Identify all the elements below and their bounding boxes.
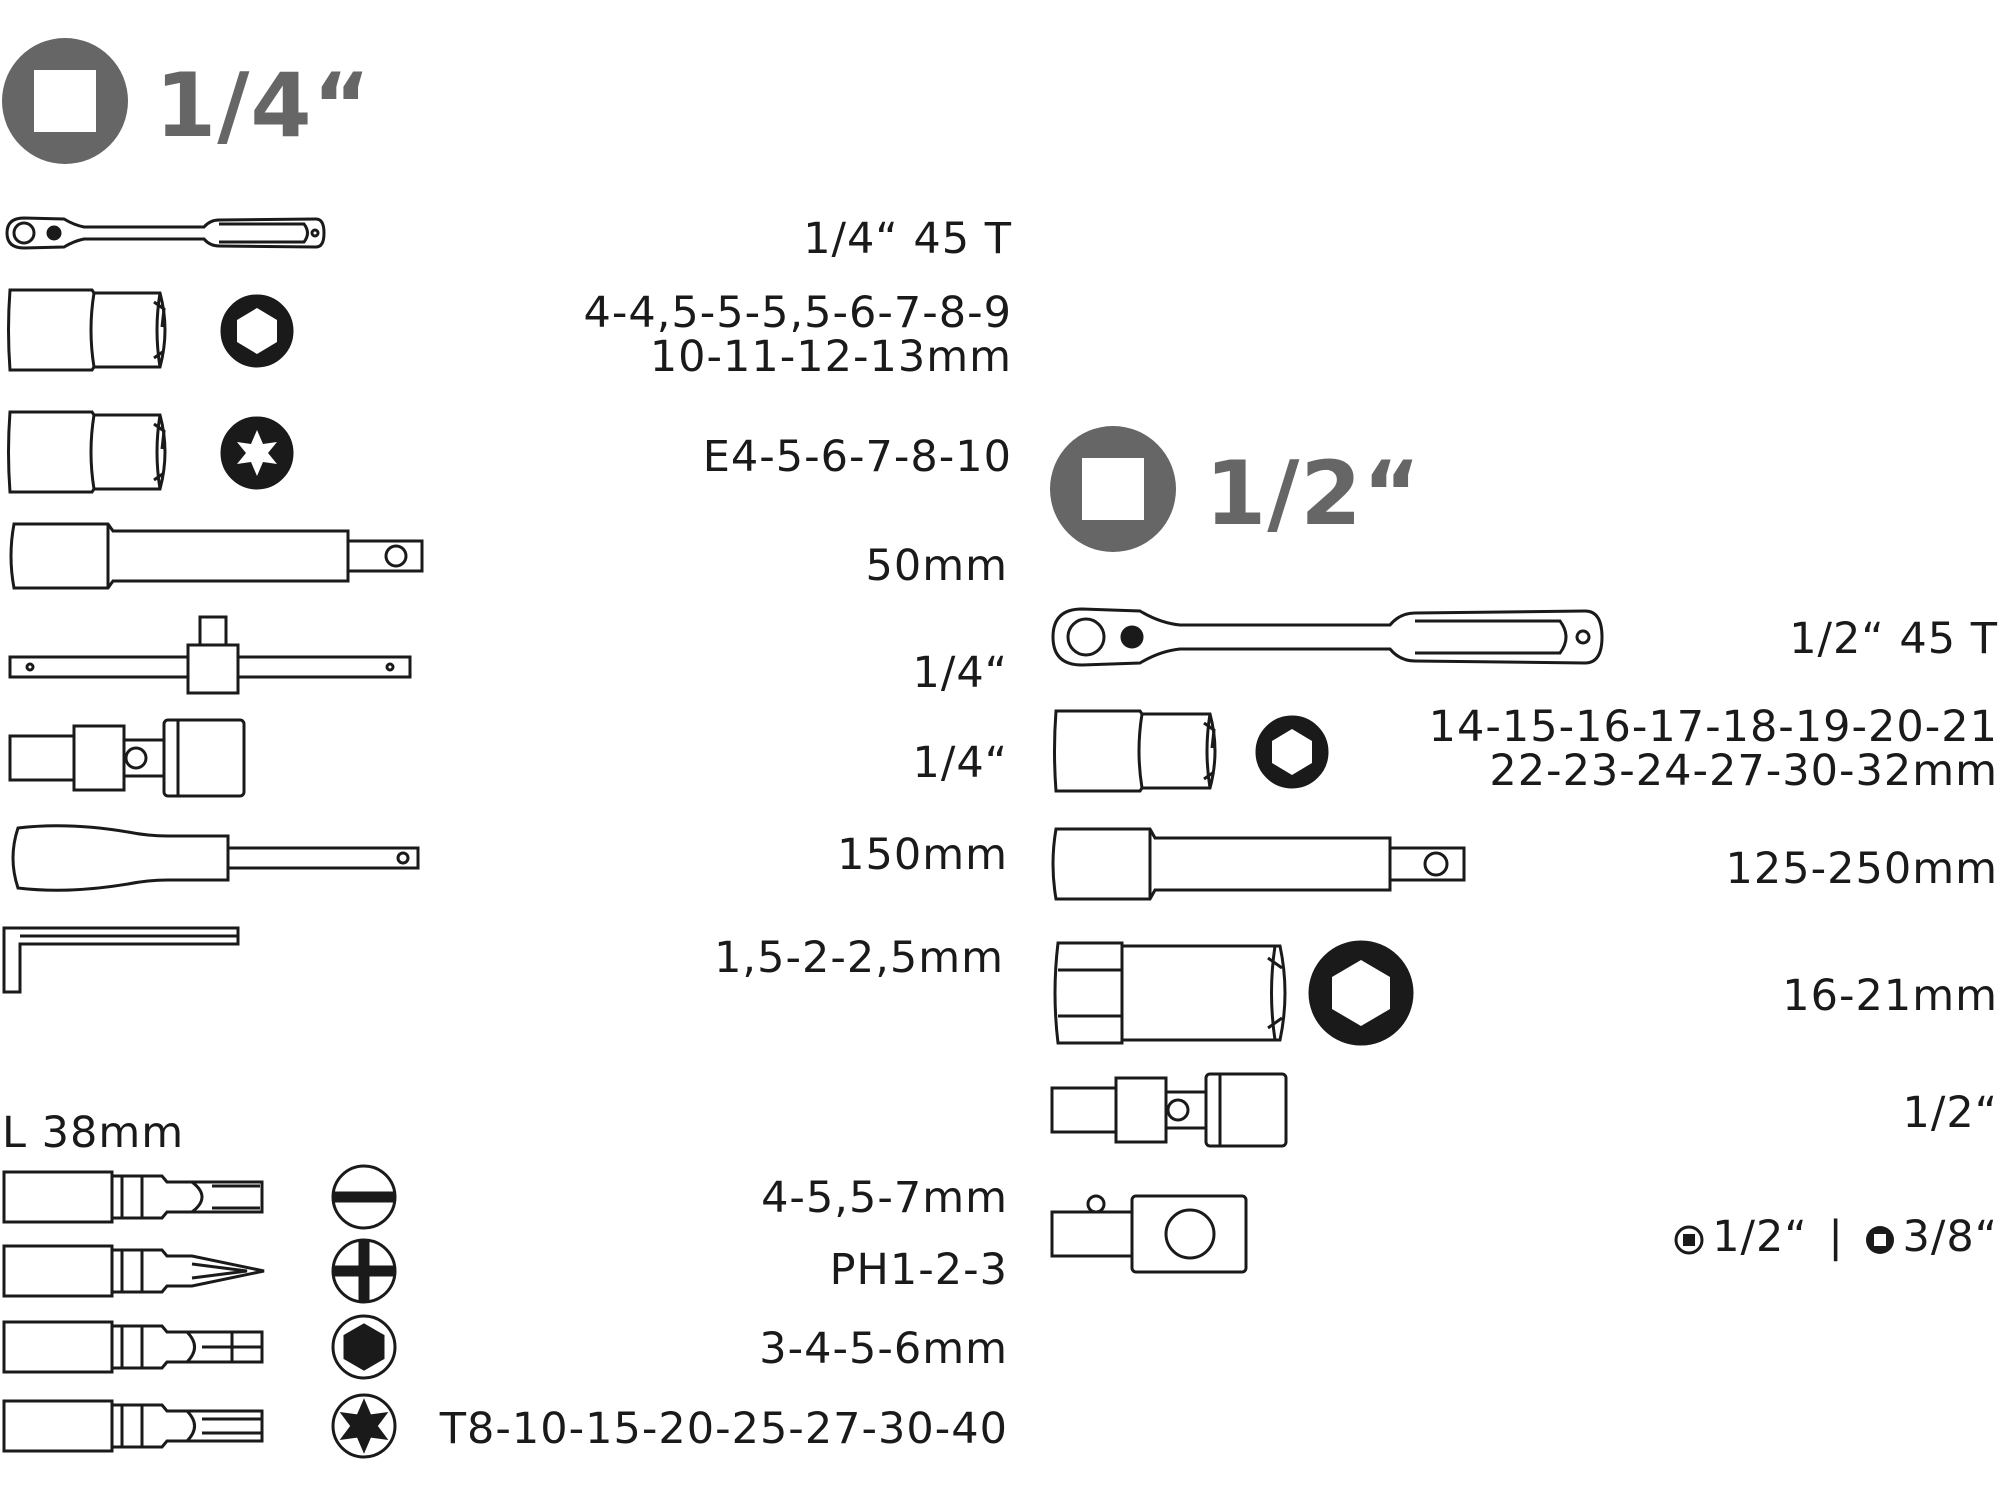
quarter-t-bar-label: 1/4“ xyxy=(912,648,1008,698)
quarter-extension-bar-icon xyxy=(8,521,428,591)
hex-socket-profile-icon xyxy=(220,294,294,368)
slotted-icon xyxy=(330,1163,398,1231)
quarter-ratchet-icon xyxy=(4,213,329,253)
quarter-universal-joint-label: 1/4“ xyxy=(912,738,1008,788)
hex-key-label: 1,5-2-2,5mm xyxy=(714,933,1004,983)
phillips-bit-icon xyxy=(2,1242,267,1300)
adapter-separator: | xyxy=(1828,1212,1844,1262)
quarter-ratchet-label: 1/4“ 45 T xyxy=(803,214,1012,264)
adapter-icon xyxy=(1050,1190,1250,1276)
torx-star-icon xyxy=(330,1392,398,1460)
half-ratchet-label: 1/2“ 45 T xyxy=(1789,614,1998,664)
adapter-three-eighths-label: 3/8“ xyxy=(1902,1212,1998,1262)
slotted-bit-label: 4-5,5-7mm xyxy=(761,1173,1008,1223)
quarter-section-title: 1/4“ xyxy=(155,54,372,157)
half-extension-label: 125-250mm xyxy=(1725,844,1998,894)
slotted-bit-icon xyxy=(2,1168,267,1226)
hex-bit-icon xyxy=(2,1318,267,1376)
spark-plug-socket-profile-icon xyxy=(1308,940,1414,1046)
torx-bit-label: T8-10-15-20-25-27-30-40 xyxy=(439,1404,1008,1454)
hex-bit-label: 3-4-5-6mm xyxy=(759,1324,1008,1374)
phillips-bit-label: PH1-2-3 xyxy=(829,1245,1008,1295)
spark-plug-socket-icon xyxy=(1050,940,1292,1046)
half-universal-joint-icon xyxy=(1050,1072,1290,1148)
half-hex-sockets-line2: 22-23-24-27-30-32mm xyxy=(1489,746,1998,796)
torx-bit-icon xyxy=(2,1397,267,1455)
hex-key-icon xyxy=(2,926,242,996)
bit-length-label: L 38mm xyxy=(2,1108,185,1158)
half-ratchet-icon xyxy=(1050,603,1605,671)
hex-icon xyxy=(330,1313,398,1381)
quarter-hex-sockets-line1: 4-4,5-5-5,5-6-7-8-9 xyxy=(583,288,1012,338)
half-drive-badge-icon xyxy=(1050,426,1176,552)
quarter-torx-socket-icon xyxy=(4,409,174,495)
half-hex-socket-profile-icon xyxy=(1255,715,1329,789)
quarter-drive-badge-icon xyxy=(2,38,128,164)
half-section-title: 1/2“ xyxy=(1205,442,1422,545)
adapter-half-label: 1/2“ xyxy=(1712,1212,1808,1262)
three-eighths-square-hole-icon xyxy=(1865,1226,1894,1254)
quarter-spinner-label: 150mm xyxy=(837,830,1008,880)
half-hex-sockets-line1: 14-15-16-17-18-19-20-21 xyxy=(1428,702,1998,752)
spark-plug-label: 16-21mm xyxy=(1782,971,1998,1021)
quarter-hex-sockets-line2: 10-11-12-13mm xyxy=(649,332,1012,382)
quarter-spinner-handle-icon xyxy=(8,820,423,896)
quarter-torx-sockets-label: E4-5-6-7-8-10 xyxy=(702,432,1012,482)
adapter-label: 1/2“ | 3/8“ xyxy=(1674,1214,1998,1260)
quarter-hex-socket-icon xyxy=(4,287,174,373)
half-square-drive-icon xyxy=(1674,1225,1704,1255)
torx-socket-profile-icon xyxy=(220,416,294,490)
quarter-universal-joint-icon xyxy=(8,718,248,798)
phillips-icon xyxy=(330,1237,398,1305)
quarter-extension-label: 50mm xyxy=(865,541,1008,591)
half-universal-joint-label: 1/2“ xyxy=(1902,1088,1998,1138)
quarter-t-bar-icon xyxy=(8,615,413,695)
half-hex-socket-icon xyxy=(1050,708,1222,794)
half-extension-bar-icon xyxy=(1050,826,1468,902)
